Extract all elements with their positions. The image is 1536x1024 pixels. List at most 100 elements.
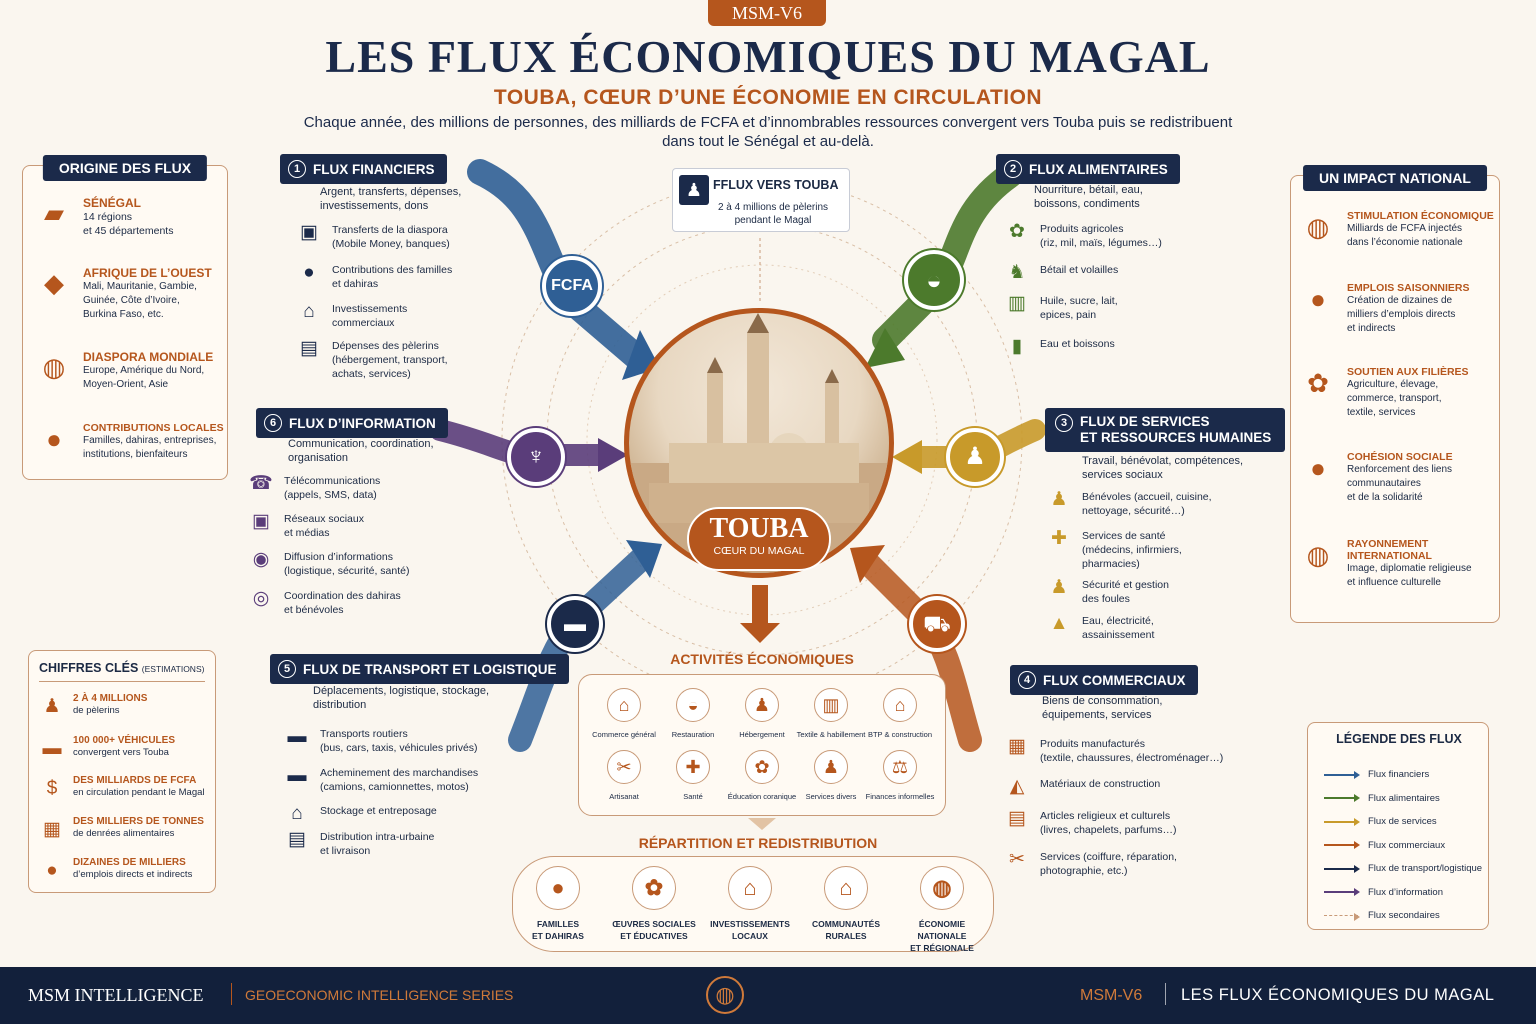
legend-label: Flux de transport/logistique xyxy=(1368,863,1483,875)
redistribution-icon: ● xyxy=(536,866,580,910)
flow-number: 6 xyxy=(264,414,282,432)
globe-icon: ◍ xyxy=(1306,540,1330,570)
flow-commercial-item: ▤Articles religieux et culturels (livres… xyxy=(1004,809,1177,837)
key-figure-title: 100 000+ VÉHICULES xyxy=(73,735,175,746)
flow-number: 4 xyxy=(1018,671,1036,689)
security-icon: ♟ xyxy=(1050,577,1068,598)
activity-item: ✚Santé xyxy=(658,750,728,801)
workers-icon: ● xyxy=(46,859,58,881)
redistribution-icon: ◍ xyxy=(920,866,964,910)
activity-item: ▥Textile & habillement xyxy=(796,688,866,739)
legend-label: Flux financiers xyxy=(1368,769,1430,781)
flow-title: FLUX COMMERCIAUX xyxy=(1043,672,1186,688)
flow-services-item: ♟Sécurité et gestion des foules xyxy=(1046,578,1169,606)
fcfa-node: FCFA xyxy=(542,256,602,316)
activity-item: ♟Services divers xyxy=(796,750,866,801)
legend-item: Flux financiers xyxy=(1324,763,1482,787)
bus-icon: ▬ xyxy=(287,726,307,747)
flow-item-text: Transports routiers (bus, cars, taxis, v… xyxy=(320,728,478,754)
flow-information-item: ◉Diffusion d’informations (logistique, s… xyxy=(248,550,410,578)
activity-icon: ⌂ xyxy=(607,688,641,722)
origin-text: Europe, Amérique du Nord, Moyen-Orient, … xyxy=(83,365,205,390)
flow-item-text: Télécommunications (appels, SMS, data) xyxy=(284,475,381,501)
footer-globe-icon: ◍ xyxy=(706,976,744,1014)
senegal-map-icon: ▰ xyxy=(44,198,64,228)
flow-services-item: ♟Bénévoles (accueil, cuisine, nettoyage,… xyxy=(1046,489,1211,518)
flow-financial-desc: Argent, transferts, dépenses, investisse… xyxy=(320,186,462,212)
impact-title: SOUTIEN AUX FILIÈRES xyxy=(1347,366,1469,378)
legend-label: Flux secondaires xyxy=(1368,910,1440,922)
redistribution-item: ● FAMILLES ET DAHIRAS xyxy=(513,866,603,942)
people-icon: ● xyxy=(46,424,62,454)
activity-label: Hébergement xyxy=(739,730,785,739)
workers-icon: ● xyxy=(1310,284,1326,314)
origin-title: CONTRIBUTIONS LOCALES xyxy=(83,422,224,434)
redistribution-label: ŒUVRES SOCIALES ET ÉDUCATIVES xyxy=(612,919,696,941)
truck-node-icon: ▬ xyxy=(547,596,603,652)
flow-transport-item: ▤Distribution intra-urbaine et livraison xyxy=(284,830,434,858)
flow-number: 3 xyxy=(1055,414,1073,432)
flow-item-text: Bétail et volailles xyxy=(1040,264,1119,276)
activity-icon: ✿ xyxy=(745,750,779,784)
redistribution-label: INVESTISSEMENTS LOCAUX xyxy=(710,919,790,941)
flow-item-text: Eau, électricité, assainissement xyxy=(1082,615,1155,641)
flow-item-text: Réseaux sociaux et médias xyxy=(284,513,364,539)
coordination-icon: ◎ xyxy=(252,588,270,609)
activity-item: ⚖Finances informelles xyxy=(865,750,935,801)
key-figure-text: de denrées alimentaires xyxy=(73,828,175,839)
activity-label: Santé xyxy=(683,792,703,801)
activity-label: Finances informelles xyxy=(865,792,935,801)
origin-header: ORIGINE DES FLUX xyxy=(42,155,208,181)
legend-item: Flux de transport/logistique xyxy=(1324,857,1482,881)
activity-label: BTP & construction xyxy=(867,730,933,739)
activity-label: Services divers xyxy=(805,792,857,801)
impact-text: Image, diplomatie religieuse et influenc… xyxy=(1347,563,1472,588)
flow-item-text: Produits manufacturés (textile, chaussur… xyxy=(1040,738,1224,764)
flow-item-text: Coordination des dahiras et bénévoles xyxy=(284,590,401,616)
impact-text: Agriculture, élevage, commerce, transpor… xyxy=(1347,379,1442,418)
flow-item-text: Diffusion d’informations (logistique, sé… xyxy=(284,551,410,577)
redistribution-label: ÉCONOMIE NATIONALE ET RÉGIONALE xyxy=(910,919,974,953)
social-media-icon: ▣ xyxy=(252,511,270,532)
flow-information-item: ◎ Coordination des dahiras et bénévoles xyxy=(248,589,401,617)
groceries-icon: ▥ xyxy=(1008,293,1026,314)
activity-label: Artisanat xyxy=(609,792,639,801)
legend-item: Flux commerciaux xyxy=(1324,834,1482,858)
origin-text: Familles, dahiras, entreprises, institut… xyxy=(83,435,217,460)
legend-swatch xyxy=(1324,841,1360,850)
payment-icon: ▤ xyxy=(300,338,318,359)
activity-icon: ♟ xyxy=(745,688,779,722)
legend-label: Flux alimentaires xyxy=(1368,792,1440,804)
flow-item-text: Dépenses des pèlerins (hébergement, tran… xyxy=(332,340,448,380)
center-flow-header: ♟ FFLUX VERS TOUBA 2 à 4 millions de pèl… xyxy=(672,168,850,232)
activity-icon: ◒ xyxy=(676,688,710,722)
impact-panel: UN IMPACT NATIONAL ◍STIMULATION ÉCONOMIQ… xyxy=(1290,165,1500,623)
activity-item: ◒Restauration xyxy=(658,688,728,739)
impact-header: UN IMPACT NATIONAL xyxy=(1303,165,1487,191)
redistribution-label: FAMILLES ET DAHIRAS xyxy=(532,919,584,941)
activity-icon: ▥ xyxy=(814,688,848,722)
center-flow-title: FFLUX VERS TOUBA xyxy=(713,178,839,192)
book-icon: ▤ xyxy=(1008,808,1026,829)
flow-food-item: ▮Eau et boissons xyxy=(1004,337,1115,357)
key-figures-note: (ESTIMATIONS) xyxy=(141,664,205,674)
page-title: LES FLUX ÉCONOMIQUES DU MAGAL xyxy=(325,31,1211,82)
key-figures-title: CHIFFRES CLÉS xyxy=(39,661,139,675)
series-badge: MSM-V6 xyxy=(708,0,826,26)
volunteer-icon: ♟ xyxy=(1050,489,1068,510)
phone-icon: ☎ xyxy=(249,473,273,494)
key-figure-title: DES MILLIERS DE TONNES xyxy=(73,816,204,827)
car-icon: ▬ xyxy=(42,737,62,759)
flow-number: 1 xyxy=(288,160,306,178)
flow-transport-item: ⌂Stockage et entreposage xyxy=(284,804,437,824)
flow-item-text: Stockage et entreposage xyxy=(320,805,437,817)
